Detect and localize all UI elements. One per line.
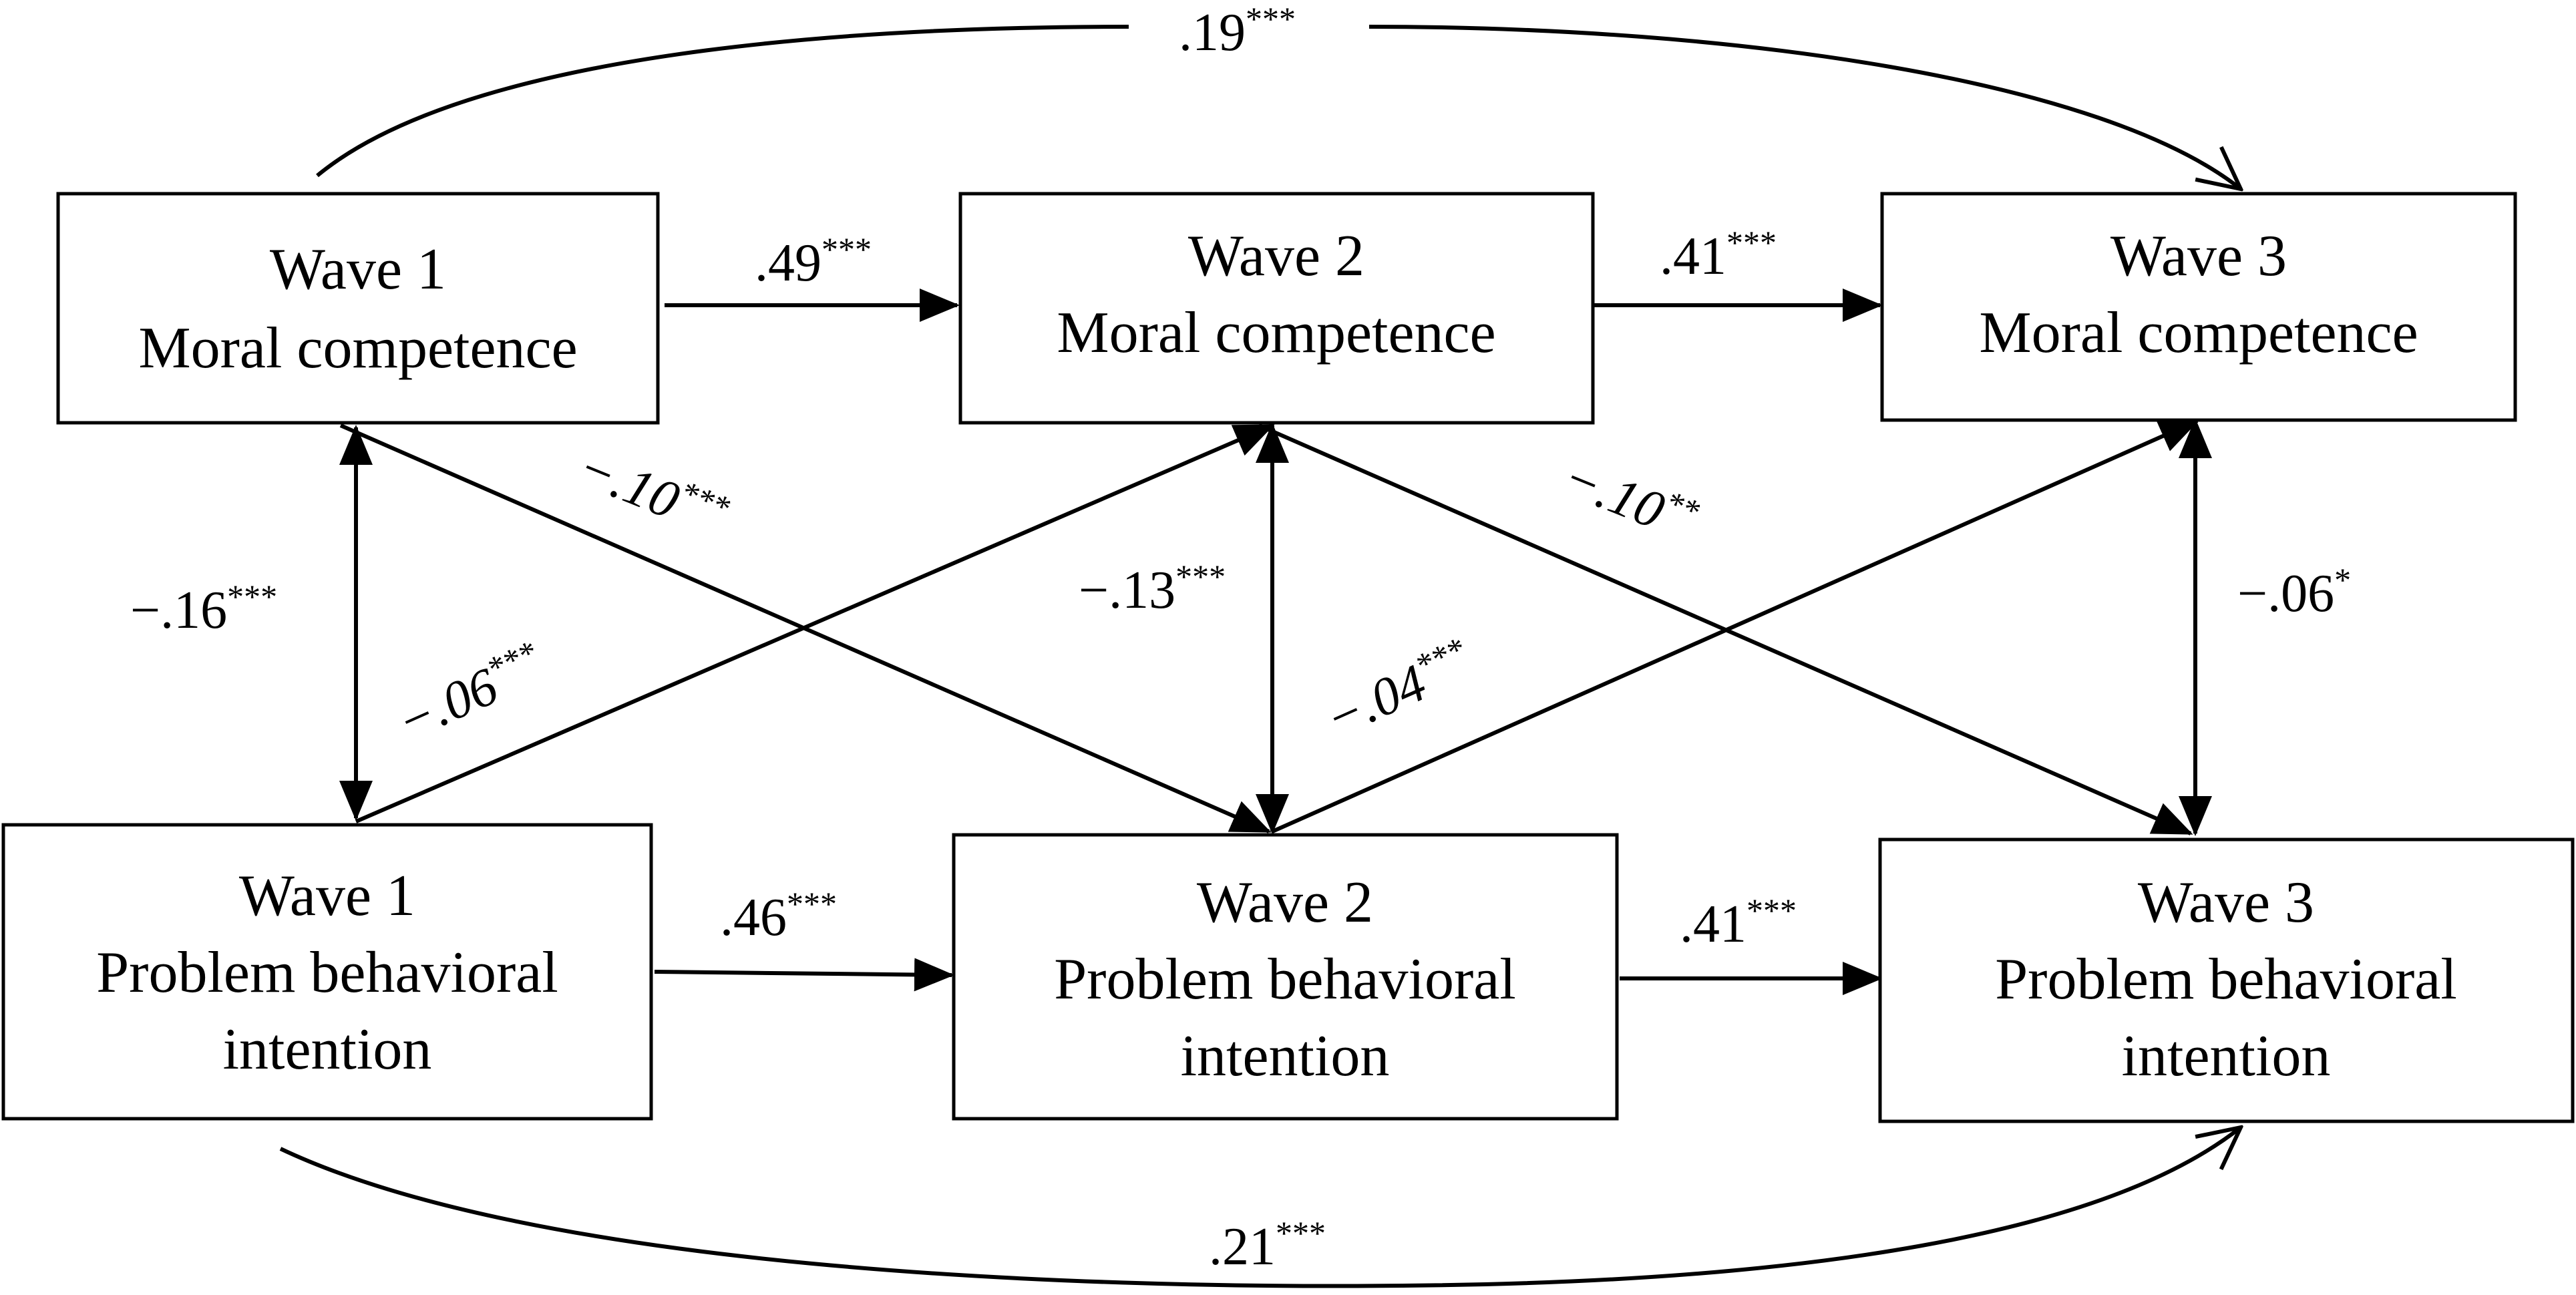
coef-pb2-pb3: .41*** bbox=[1680, 892, 1797, 954]
box-wave1-moral-competence: Wave 1 Moral competence bbox=[56, 192, 660, 425]
coef-mc3-pb3: −.06* bbox=[2237, 561, 2351, 623]
box-wave2-moral-competence: Wave 2 Moral competence bbox=[958, 192, 1595, 425]
box-label-line1: Wave 1 bbox=[239, 864, 415, 928]
box-label-line1: Wave 2 bbox=[1197, 870, 1373, 935]
box-label-line2: Moral competence bbox=[1057, 301, 1495, 365]
box-label-line2: Moral competence bbox=[1979, 301, 2418, 365]
coef-mc1-pb1: −.16*** bbox=[130, 578, 277, 640]
box-label-line2: Problem behavioral bbox=[1995, 947, 2457, 1012]
coef-mc2-pb2: −.13*** bbox=[1079, 558, 1226, 620]
box-label-line1: Wave 3 bbox=[2110, 224, 2287, 289]
path-pb2-mc3 bbox=[1271, 419, 2200, 834]
path-pb1-pb2 bbox=[654, 958, 954, 992]
box-label-line1: Wave 2 bbox=[1188, 224, 1364, 289]
box-label-line3: intention bbox=[2122, 1024, 2331, 1089]
coef-mc2-mc3: .41*** bbox=[1660, 224, 1777, 286]
box-label-line1: Wave 3 bbox=[2138, 870, 2314, 935]
box-wave2-problem-behavioral-intention: Wave 2 Problem behavioral intention bbox=[952, 833, 1619, 1121]
box-label-line3: intention bbox=[1181, 1024, 1390, 1089]
coef-pb2-mc3: −.04*** bbox=[1315, 630, 1480, 749]
coef-pb1-pb2: .46*** bbox=[720, 885, 837, 947]
coef-mc2-pb3: −.10** bbox=[1555, 444, 1704, 553]
box-wave3-problem-behavioral-intention: Wave 3 Problem behavioral intention bbox=[1878, 838, 2575, 1123]
path-pb1-pb3 bbox=[279, 1127, 2241, 1288]
coef-mc1-mc2: .49*** bbox=[755, 230, 872, 293]
path-pb1-mc2 bbox=[355, 423, 1275, 823]
box-wave3-moral-competence: Wave 3 Moral competence bbox=[1880, 192, 2517, 422]
coef-pb1-mc2: −.06*** bbox=[387, 633, 552, 752]
coef-mc1-pb2: −.10*** bbox=[570, 434, 735, 549]
path-mc1-mc3-right bbox=[1368, 25, 2241, 189]
box-label-line2: Problem behavioral bbox=[96, 940, 558, 1005]
box-wave1-problem-behavioral-intention: Wave 1 Problem behavioral intention bbox=[1, 823, 653, 1121]
box-label-line2: Moral competence bbox=[138, 316, 577, 381]
coef-pb1-pb3: .21*** bbox=[1209, 1214, 1326, 1276]
path-mc1-mc3 bbox=[316, 25, 1129, 178]
box-label-line3: intention bbox=[223, 1017, 432, 1082]
coef-mc1-mc3: .19*** bbox=[1179, 0, 1296, 62]
box-label-line2: Problem behavioral bbox=[1054, 947, 1516, 1012]
box-label-line1: Wave 1 bbox=[270, 237, 446, 302]
